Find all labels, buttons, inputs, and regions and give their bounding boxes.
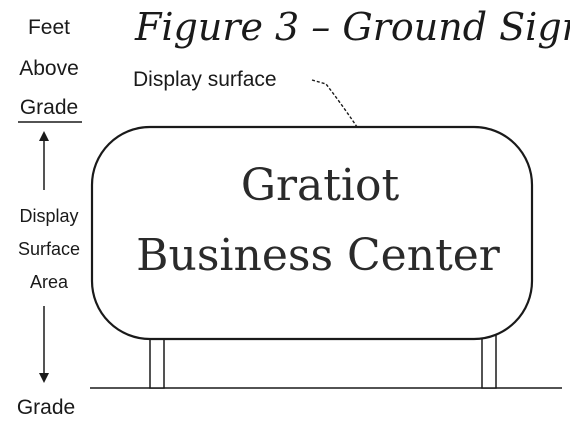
area-label: Area <box>30 272 69 292</box>
left-post <box>149 333 165 389</box>
figure-title: Figure 3 – Ground Sign <box>134 5 570 49</box>
grade-bottom-label: Grade <box>17 396 75 419</box>
right-post <box>481 333 497 389</box>
above-label: Above <box>19 57 79 80</box>
surface-label: Surface <box>18 239 80 259</box>
feet-label: Feet <box>28 16 70 39</box>
sign-line-2: Business Center <box>136 230 501 281</box>
grade-top-label: Grade <box>20 96 78 119</box>
display-surface-callout-label: Display surface <box>133 68 277 91</box>
sign-panel <box>90 125 534 341</box>
display-label: Display <box>19 206 78 226</box>
sign-line-1: Gratiot <box>241 160 400 211</box>
